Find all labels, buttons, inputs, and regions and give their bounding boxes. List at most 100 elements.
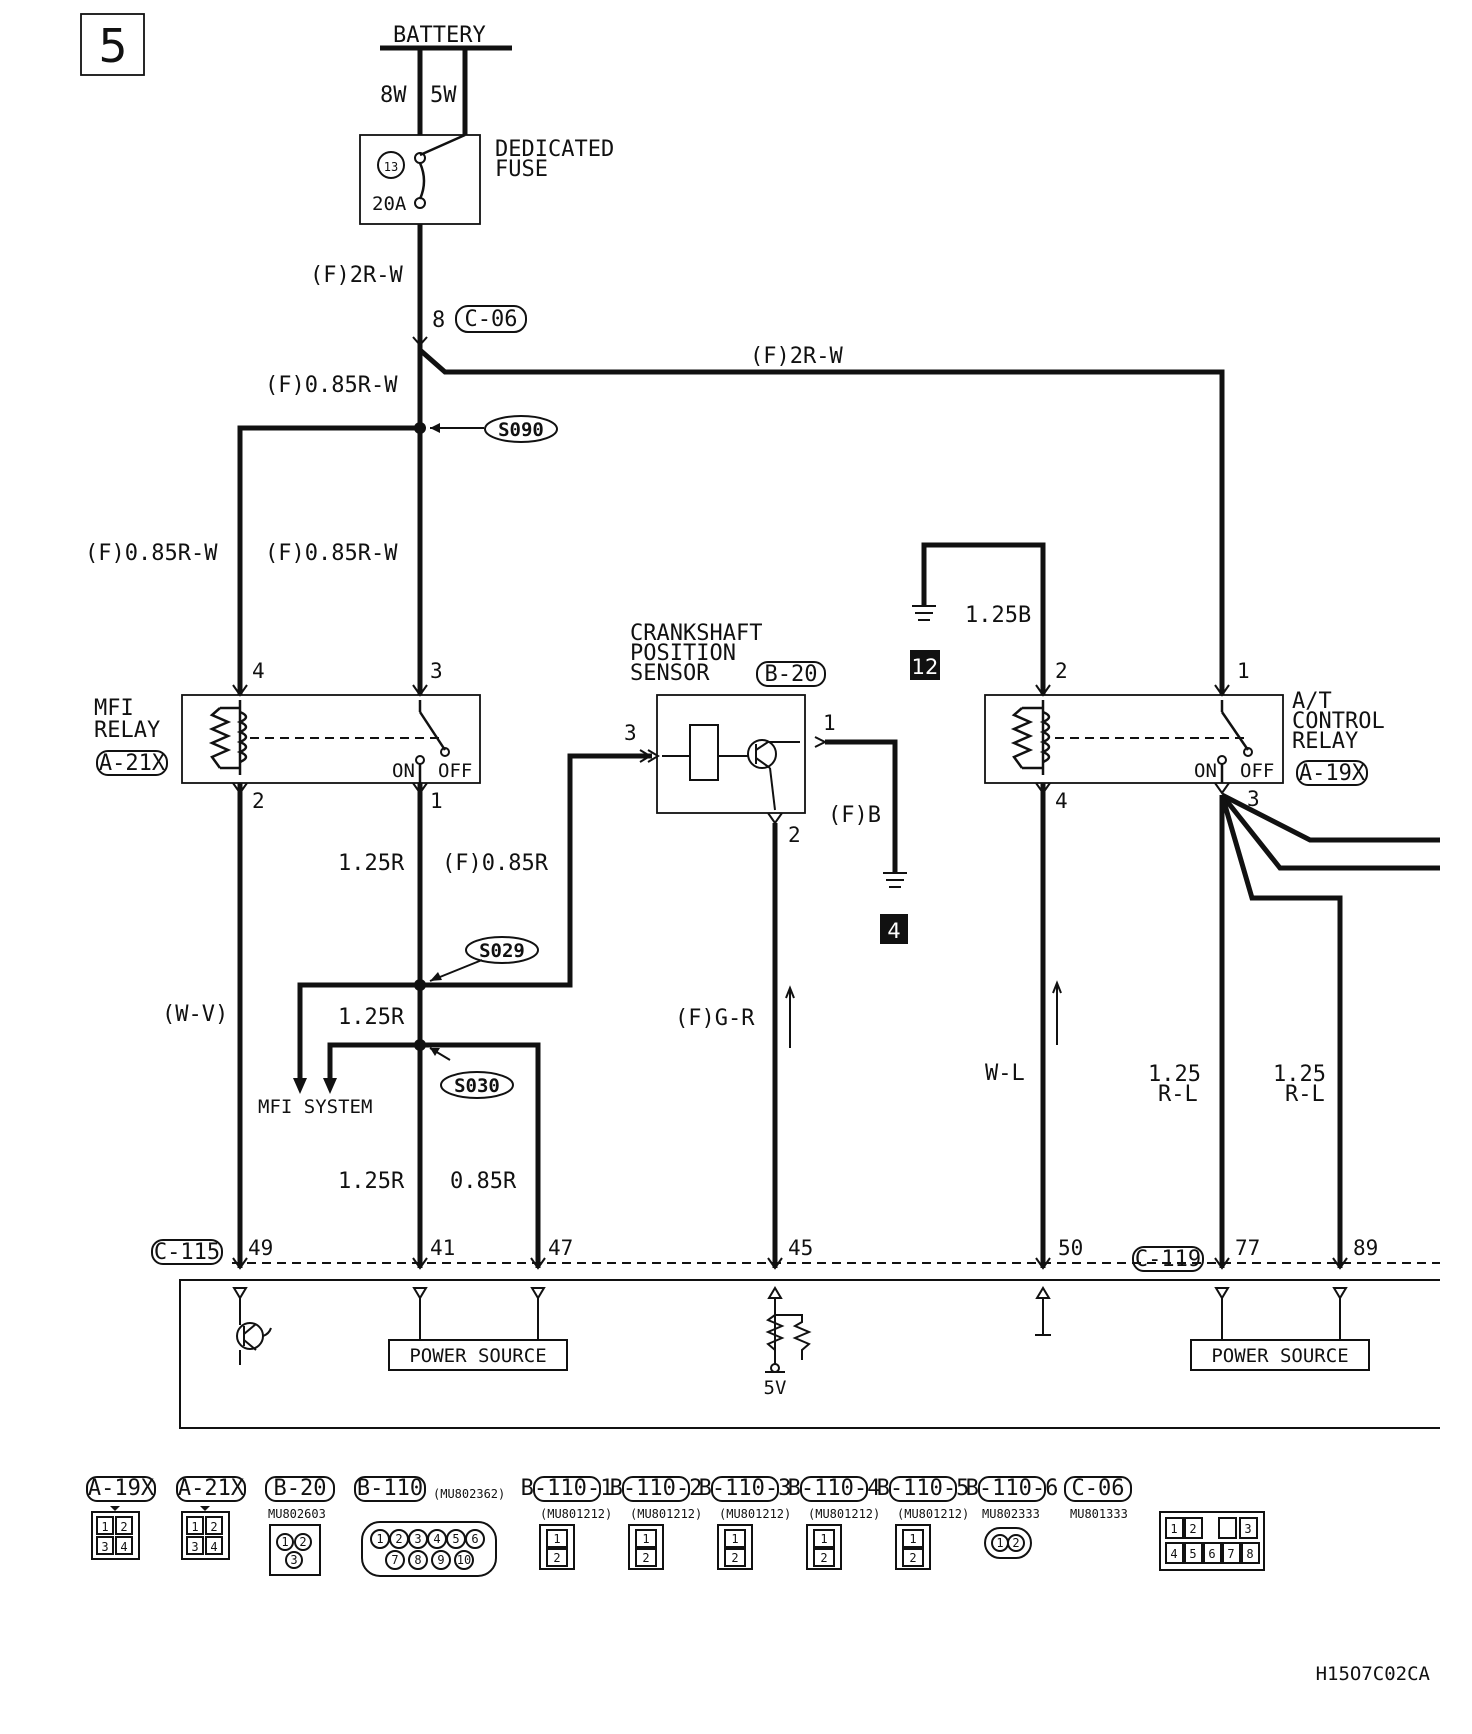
- svg-text:4: 4: [1055, 789, 1068, 813]
- svg-text:3: 3: [101, 1540, 108, 1554]
- svg-text:C-119: C-119: [1135, 1247, 1201, 1272]
- svg-text:1: 1: [731, 1532, 738, 1546]
- svg-text:2: 2: [788, 823, 801, 847]
- svg-text:2: 2: [553, 1551, 560, 1565]
- svg-text:ON: ON: [392, 760, 415, 782]
- svg-text:2: 2: [731, 1551, 738, 1565]
- ground-4: 4: [880, 872, 908, 944]
- svg-text:MFI: MFI: [94, 696, 134, 721]
- svg-text:8: 8: [432, 308, 445, 333]
- power-source-1: POWER SOURCE: [409, 1345, 546, 1367]
- ecu-pin-45: 45: [788, 1236, 813, 1260]
- svg-text:BATTERY: BATTERY: [393, 23, 486, 48]
- mfi-relay: 4 3 ON OFF 2 1 MFI RELAY A-21X: [94, 659, 481, 813]
- svg-text:1: 1: [909, 1532, 916, 1546]
- connector-legend: A-19X 1 2 3 4 A-21X 1 2 3 4 B-20 MU80260…: [86, 1476, 1265, 1577]
- svg-text:B-20: B-20: [274, 1476, 327, 1501]
- drawing-code: H15O7C02CA: [1316, 1663, 1431, 1685]
- svg-text:CONTROL: CONTROL: [1292, 709, 1385, 734]
- svg-text:S029: S029: [479, 940, 525, 962]
- legend-b110-pin-label: 3: [414, 1532, 421, 1546]
- svg-text:1: 1: [823, 711, 836, 735]
- svg-text:2: 2: [299, 1535, 306, 1549]
- svg-text:1: 1: [553, 1532, 560, 1546]
- svg-text:3: 3: [430, 659, 443, 683]
- svg-text:1: 1: [1170, 1522, 1177, 1536]
- svg-text:B-110-4: B-110-4: [788, 1476, 881, 1501]
- legend-b110-pin-label: 1: [376, 1532, 383, 1546]
- svg-text:7: 7: [1227, 1547, 1234, 1561]
- svg-text:8: 8: [1246, 1547, 1253, 1561]
- svg-text:(MU801212): (MU801212): [540, 1507, 612, 1521]
- svg-text:8W: 8W: [380, 83, 407, 108]
- ecu-pin-77: 77: [1235, 1236, 1260, 1260]
- legend-b110-pin: [385, 1550, 405, 1570]
- svg-text:4: 4: [210, 1540, 217, 1554]
- svg-text:4: 4: [887, 919, 900, 943]
- svg-text:A-19X: A-19X: [1299, 761, 1366, 786]
- legend-b110-pin-label: 8: [414, 1553, 421, 1567]
- legend-b110-pin: [454, 1550, 474, 1570]
- ecu-pin-49: 49: [248, 1236, 273, 1260]
- legend-b110-pin: [465, 1529, 485, 1549]
- svg-text:(MU801212): (MU801212): [630, 1507, 702, 1521]
- legend-b110-pin-label: 5: [452, 1532, 459, 1546]
- svg-text:2: 2: [820, 1551, 827, 1565]
- svg-text:RELAY: RELAY: [94, 718, 160, 743]
- svg-text:2: 2: [1189, 1522, 1196, 1536]
- wire-bottom-125r: 1.25R: [338, 1169, 405, 1194]
- svg-text:A-21X: A-21X: [99, 751, 166, 776]
- svg-text:C-06: C-06: [1072, 1476, 1125, 1501]
- svg-text:3: 3: [191, 1540, 198, 1554]
- svg-text:1: 1: [1237, 659, 1250, 683]
- svg-text:1: 1: [281, 1535, 288, 1549]
- svg-text:3: 3: [290, 1553, 297, 1567]
- legend-b110-pin: [431, 1550, 451, 1570]
- svg-text:4: 4: [120, 1540, 127, 1554]
- svg-text:2: 2: [210, 1520, 217, 1534]
- svg-text:4: 4: [252, 659, 265, 683]
- svg-text:1: 1: [101, 1520, 108, 1534]
- legend-b110-pin-label: 9: [437, 1553, 444, 1567]
- wire-rl1-a: 1.25: [1148, 1062, 1201, 1087]
- splice-s090: S090: [414, 415, 558, 443]
- wire-sensor-g-r: (F)G-R: [675, 1006, 755, 1031]
- wire-to-at: (F)2R-W: [750, 344, 843, 369]
- legend-b110-pin-label: 6: [471, 1532, 478, 1546]
- svg-text:2: 2: [120, 1520, 127, 1534]
- legend-b110-2: B-110-2 (MU801212) 1 2: [610, 1476, 702, 1570]
- legend-b110-pin-label: 2: [395, 1532, 402, 1546]
- svg-text:1: 1: [820, 1532, 827, 1546]
- legend-a21x: A-21X 1 2 3 4: [176, 1476, 246, 1560]
- svg-text:2: 2: [1012, 1536, 1019, 1550]
- svg-text:OFF: OFF: [438, 760, 472, 782]
- svg-text:B-110-1: B-110-1: [521, 1476, 614, 1501]
- svg-text:A/T: A/T: [1292, 689, 1332, 714]
- legend-b110-pin-label: 4: [433, 1532, 440, 1546]
- wire-below-s029: 1.25R: [338, 1005, 405, 1030]
- legend-c06: C-06 MU801333 1 2 3 4 5 6 7 8: [1064, 1476, 1265, 1571]
- svg-text:3: 3: [1244, 1522, 1251, 1536]
- wire-main-085: (F)0.85R-W: [265, 373, 398, 398]
- mfi-system: MFI SYSTEM: [258, 1096, 372, 1118]
- svg-text:B-110-5: B-110-5: [877, 1476, 970, 1501]
- svg-text:FUSE: FUSE: [495, 157, 548, 182]
- wire-fuse-out: (F)2R-W: [310, 263, 403, 288]
- svg-text:12: 12: [912, 655, 939, 679]
- wire-rl1-b: R-L: [1158, 1082, 1198, 1107]
- crankshaft-sensor: CRANKSHAFT POSITION SENSOR B-20 3 1 2: [624, 621, 836, 847]
- ground-12: 12: [910, 605, 940, 680]
- svg-text:2: 2: [642, 1551, 649, 1565]
- dedicated-fuse: 13 20A DEDICATED FUSE: [359, 133, 614, 225]
- svg-text:1: 1: [996, 1536, 1003, 1550]
- svg-text:B-110-6: B-110-6: [966, 1476, 1059, 1501]
- ecu-pin-47: 47: [548, 1236, 573, 1260]
- ecu-box: POWER SOURCE 5V POWER SOURCE: [179, 1279, 1440, 1429]
- battery: BATTERY 8W 5W: [380, 23, 512, 135]
- svg-text:MU802603: MU802603: [268, 1507, 326, 1521]
- svg-text:RELAY: RELAY: [1292, 729, 1358, 754]
- wire-mfi-out: 1.25R: [338, 851, 405, 876]
- wire-ground-125b: 1.25B: [965, 603, 1031, 628]
